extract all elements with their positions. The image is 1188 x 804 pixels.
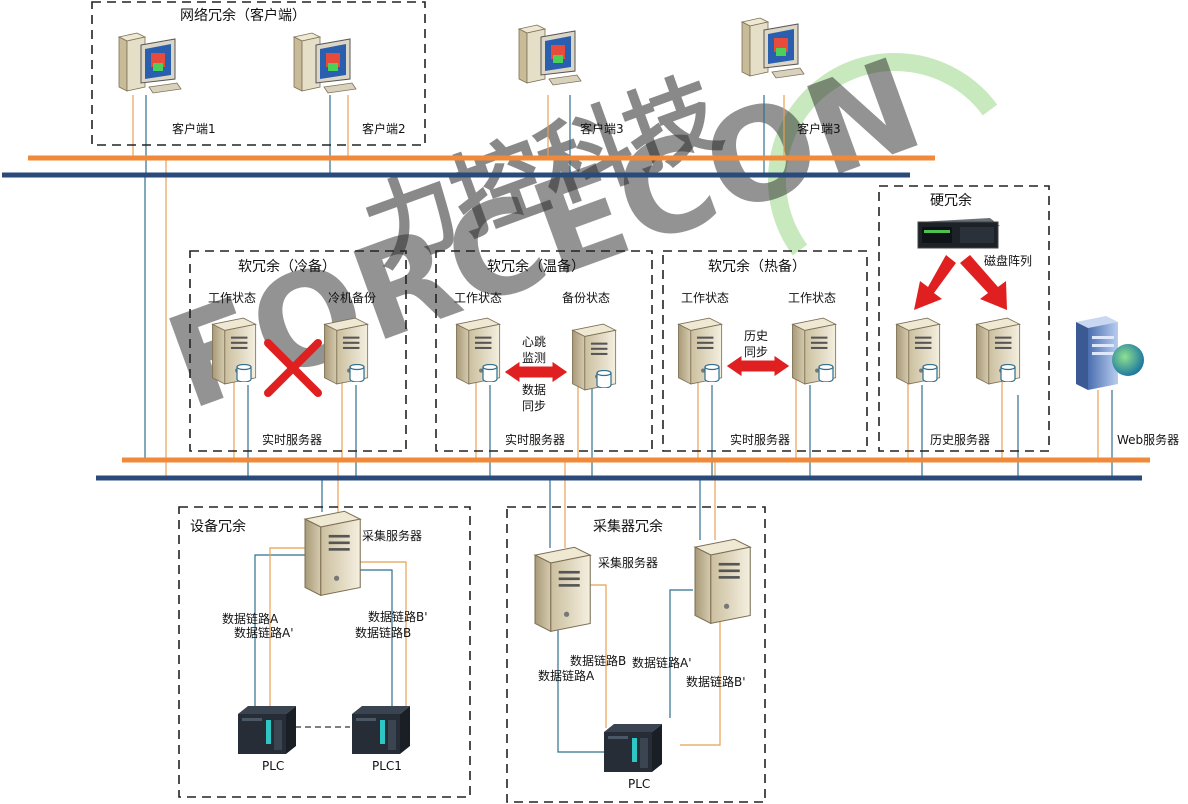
- warm-heartbeat-2: 监测: [522, 351, 546, 365]
- collector-redundancy-box: [506, 506, 766, 803]
- cold-state-b: 冷机备份: [328, 291, 376, 305]
- hard-redundancy-box: [878, 185, 1050, 452]
- database-icon: [1000, 364, 1016, 382]
- client-label-1: 客户端1: [172, 121, 216, 136]
- plc-icon: [352, 706, 410, 754]
- collector-link-b-prime: 数据链路B': [686, 674, 746, 689]
- hot-standby-box: [662, 250, 868, 452]
- collector-redundancy-title: 采集器冗余: [593, 518, 663, 535]
- device-link-a-prime: 数据链路A': [234, 625, 294, 640]
- disk-array-icon: [917, 218, 1000, 249]
- web-server-icon: [1076, 316, 1144, 390]
- warm-realtime-label: 实时服务器: [505, 432, 565, 447]
- database-icon: [596, 370, 612, 388]
- warm-datasync-1: 数据: [522, 382, 546, 397]
- network-buses: [2, 155, 1150, 481]
- collector-link-a-prime: 数据链路A': [632, 655, 692, 670]
- device-link-b: 数据链路B: [355, 625, 411, 640]
- client-computer-icon: [293, 32, 357, 94]
- collector-server-icon: [534, 546, 591, 633]
- collector-link-b: 数据链路B: [570, 653, 626, 668]
- collector-link-a: 数据链路A: [538, 668, 595, 683]
- device-collector-label: 采集服务器: [362, 528, 422, 543]
- history-server-label: 历史服务器: [930, 432, 990, 447]
- watermark: 力控科技 FORCECON: [150, 30, 998, 439]
- collector-server-icon: [304, 510, 361, 597]
- database-icon: [482, 364, 498, 382]
- client-label-2: 客户端2: [362, 121, 406, 136]
- hot-standby-title: 软冗余（热备）: [708, 258, 806, 275]
- database-icon: [922, 364, 938, 382]
- hard-redundancy-title: 硬冗余: [930, 192, 972, 209]
- cold-standby-title: 软冗余（冷备）: [238, 258, 336, 275]
- plc-icon: [238, 706, 296, 754]
- hot-realtime-label: 实时服务器: [730, 432, 790, 447]
- client-label-3: 客户端3: [580, 121, 624, 136]
- warm-datasync-2: 同步: [522, 399, 546, 413]
- cold-state-a: 工作状态: [208, 291, 256, 305]
- client-label-4: 客户端3: [797, 121, 841, 136]
- device-link-a: 数据链路A: [222, 611, 279, 626]
- device-redundancy-box: [178, 506, 471, 798]
- network-redundancy-box: [91, 1, 426, 146]
- hot-state-b: 工作状态: [788, 291, 836, 305]
- database-icon: [349, 364, 365, 382]
- hot-histsync-2: 同步: [744, 345, 768, 359]
- warm-standby-box: [435, 250, 653, 452]
- database-icon: [818, 364, 834, 382]
- client-computer-icon: [518, 24, 582, 86]
- cold-standby-box: [189, 250, 407, 452]
- client-computer-icon: [118, 32, 182, 94]
- device-plc-label: PLC: [262, 759, 284, 773]
- warm-heartbeat-1: 心跳: [522, 335, 546, 349]
- arrow-down-left-icon: [914, 255, 956, 310]
- warm-standby-title: 软冗余（温备）: [487, 258, 585, 275]
- web-server-label: Web服务器: [1117, 432, 1179, 447]
- watermark-green-arc-icon: [768, 53, 998, 256]
- collector-plc-label: PLC: [628, 777, 650, 791]
- device-redundancy-title: 设备冗余: [190, 518, 246, 535]
- double-arrow-icon: [503, 360, 569, 384]
- database-icon: [236, 364, 252, 382]
- database-icon: [704, 364, 720, 382]
- arrow-down-right-icon: [960, 255, 1007, 310]
- disk-array-label: 磁盘阵列: [984, 253, 1032, 268]
- device-plc1-label: PLC1: [372, 759, 402, 773]
- network-redundancy-title: 网络冗余（客户端）: [180, 7, 306, 24]
- failure-cross-icon: [264, 339, 322, 397]
- warm-state-b: 备份状态: [562, 291, 610, 305]
- warm-state-a: 工作状态: [454, 291, 502, 305]
- double-arrow-icon: [725, 354, 791, 378]
- hot-state-a: 工作状态: [681, 291, 729, 305]
- client-computer-icon: [741, 17, 805, 79]
- cold-realtime-label: 实时服务器: [262, 432, 322, 447]
- collector-server-icon: [694, 538, 751, 625]
- collector-server-label: 采集服务器: [598, 555, 658, 570]
- hot-histsync-1: 历史: [744, 329, 768, 343]
- plc-icon: [604, 724, 662, 772]
- device-link-b-prime: 数据链路B': [368, 609, 428, 624]
